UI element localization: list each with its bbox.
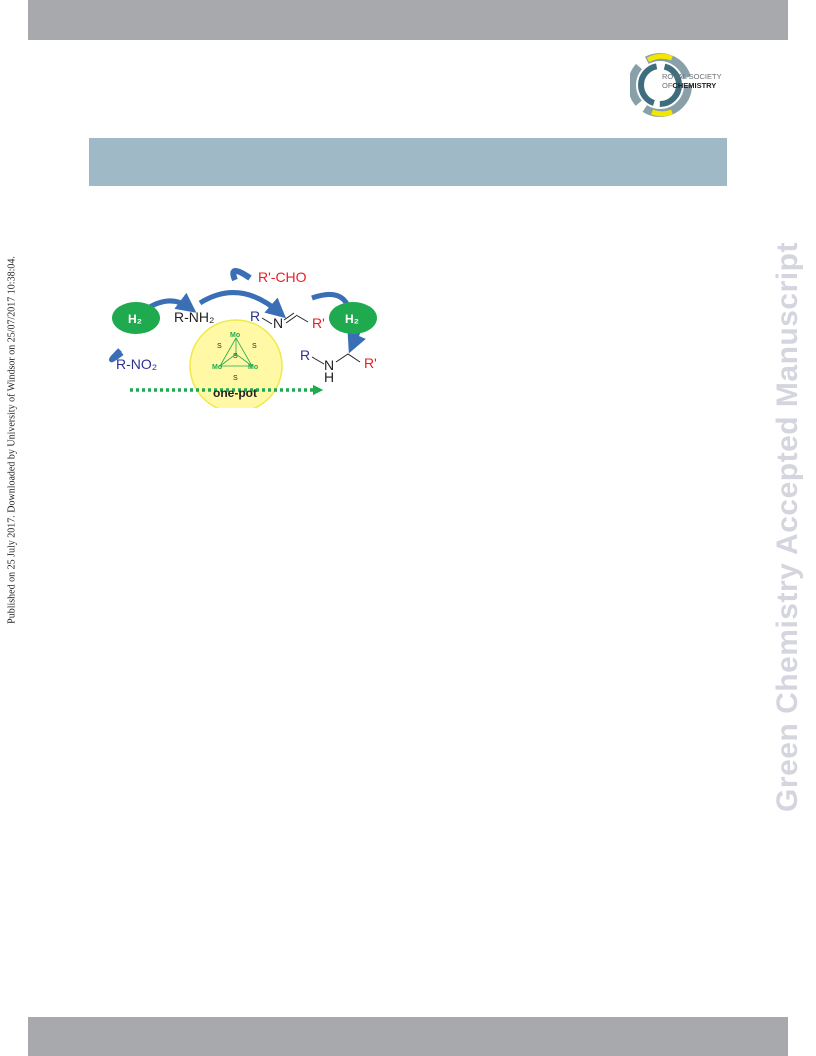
catalyst-circle — [189, 319, 283, 408]
nitro-label: R-NO₂ — [116, 356, 157, 372]
s-right: S — [252, 343, 257, 350]
mo-left: Mo — [212, 364, 222, 371]
logo-line-2-bold: CHEMISTRY — [672, 80, 717, 90]
h2-label-left: H₂ — [128, 312, 142, 326]
aldehyde-arrow — [230, 268, 252, 282]
nitro-to-h2-arrow — [109, 348, 124, 363]
logo-line-1: ROYAL SOCIETY — [662, 72, 722, 81]
one-pot-label: one-pot — [213, 386, 257, 400]
s-bottom: S — [233, 375, 238, 382]
mo3s4-cluster — [219, 337, 253, 367]
aldehyde-label: R'-CHO — [258, 269, 307, 285]
header-bar — [28, 0, 788, 40]
product-n: N — [324, 357, 334, 373]
product-rp: R' — [364, 355, 377, 371]
footer-bar — [28, 1017, 788, 1056]
title-banner — [89, 138, 727, 186]
h2-to-product-arrow — [347, 331, 366, 354]
s-left: S — [217, 343, 222, 350]
product-r: R — [300, 347, 310, 363]
amine-label: R-NH₂ — [174, 309, 214, 325]
publication-note: Published on 25 July 2017. Downloaded by… — [6, 256, 18, 624]
rsc-logo-icon — [630, 53, 692, 117]
h2-bubble-left — [112, 302, 160, 334]
graphical-abstract: H₂ H₂ R'-CHO R-NH₂ R-NO₂ R N R' R N H R'… — [109, 268, 377, 408]
s-center: S — [233, 353, 238, 360]
logo-text: ROYAL SOCIETY OFCHEMISTRY — [662, 72, 722, 90]
watermark: Green Chemistry Accepted Manuscript — [771, 242, 804, 812]
imine-rp: R' — [312, 315, 325, 331]
imine-n: N — [273, 315, 283, 331]
logo-line-2-prefix: OF — [662, 80, 673, 90]
mo-right: Mo — [248, 364, 258, 371]
h2-bubble-right — [329, 302, 377, 334]
imine-r: R — [250, 308, 260, 324]
mo-top: Mo — [230, 332, 240, 339]
h2-label-right: H₂ — [345, 312, 359, 326]
amine-to-imine-arrow — [198, 290, 287, 319]
product-h: H — [324, 369, 334, 385]
